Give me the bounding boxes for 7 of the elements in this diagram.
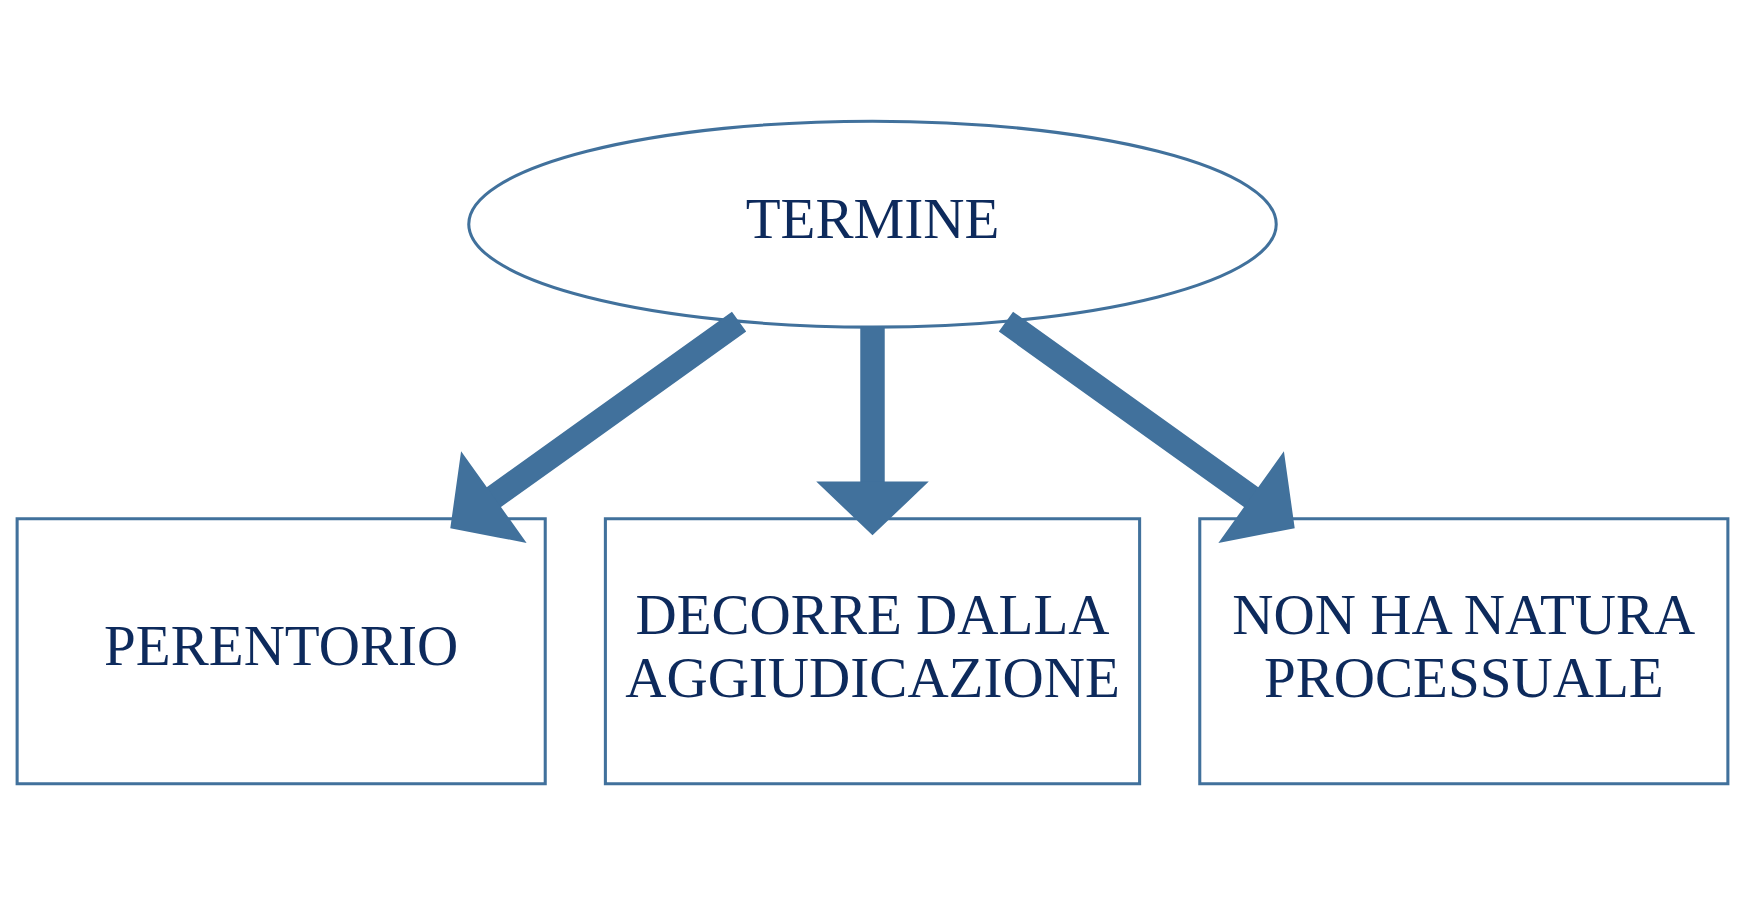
arrow (450, 311, 747, 543)
arrow (998, 311, 1295, 543)
node-box: DECORRE DALLA AGGIUDICAZIONE (603, 517, 1142, 786)
arrow (816, 327, 929, 536)
node-box: PERENTORIO (15, 517, 547, 786)
node-ellipse: TERMINE (467, 119, 1278, 329)
node-box: NON HA NATURA PROCESSUALE (1198, 517, 1730, 786)
